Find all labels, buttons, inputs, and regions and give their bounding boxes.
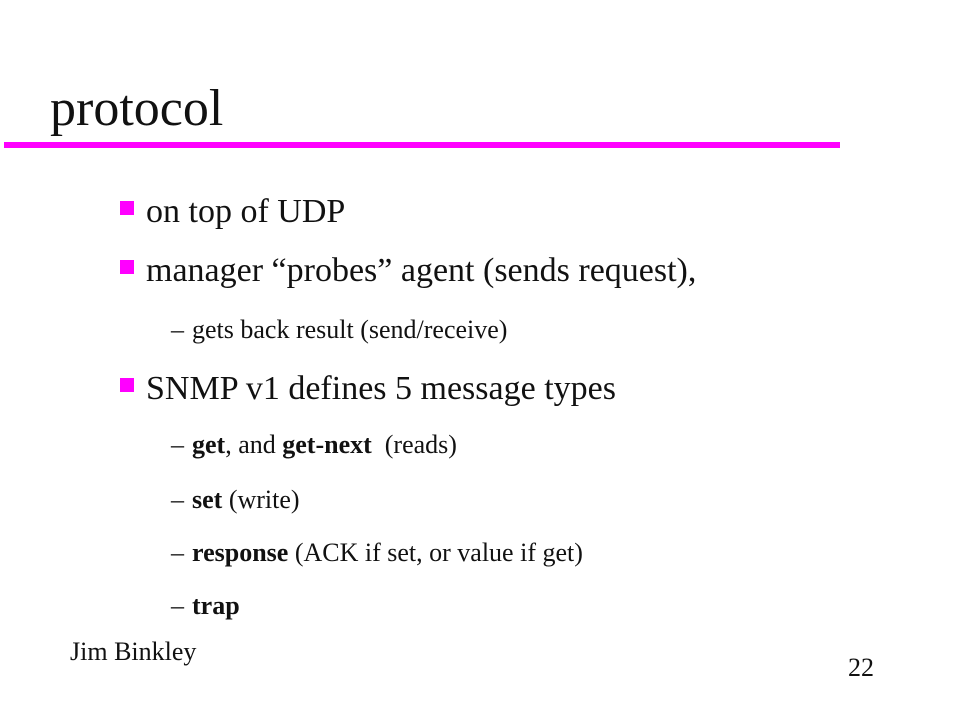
bullet-square-icon — [120, 201, 134, 215]
keyword-get: get — [192, 430, 226, 459]
sub-item-text: (ACK if set, or value if get) — [288, 538, 583, 567]
keyword-set: set — [192, 485, 223, 514]
bullet-item: manager “probes” agent (sends request), — [120, 251, 696, 291]
bullet-text: manager “probes” agent (sends request), — [146, 252, 697, 289]
sub-item: –trap — [171, 590, 240, 622]
bullet-square-icon — [120, 260, 134, 274]
sub-item: –set (write) — [171, 484, 300, 516]
sub-item: –response (ACK if set, or value if get) — [171, 537, 583, 569]
dash-marker: – — [171, 591, 184, 620]
dash-marker: – — [171, 430, 184, 459]
sub-item-text: , and — [225, 430, 283, 459]
keyword-trap: trap — [192, 591, 240, 620]
dash-marker: – — [171, 315, 184, 344]
page-number: 22 — [848, 653, 874, 682]
bullet-text: on top of UDP — [146, 193, 346, 230]
bullet-item: on top of UDP — [120, 192, 345, 232]
bullet-square-icon — [120, 378, 134, 392]
sub-item: –get, and get-next (reads) — [171, 429, 457, 461]
dash-marker: – — [171, 485, 184, 514]
keyword-get-next: get-next — [282, 430, 372, 459]
sub-item: –gets back result (send/receive) — [171, 314, 507, 346]
sub-item-text: (write) — [222, 485, 300, 514]
slide-title: protocol — [50, 80, 224, 137]
bullet-item: SNMP v1 defines 5 message types — [120, 369, 616, 409]
sub-item-text: (reads) — [371, 430, 457, 459]
bullet-text: SNMP v1 defines 5 message types — [146, 370, 616, 407]
dash-marker: – — [171, 538, 184, 567]
sub-item-text: gets back result (send/receive) — [192, 315, 508, 344]
footer-author: Jim Binkley — [70, 637, 197, 666]
title-underline — [4, 142, 840, 148]
keyword-response: response — [192, 538, 289, 567]
